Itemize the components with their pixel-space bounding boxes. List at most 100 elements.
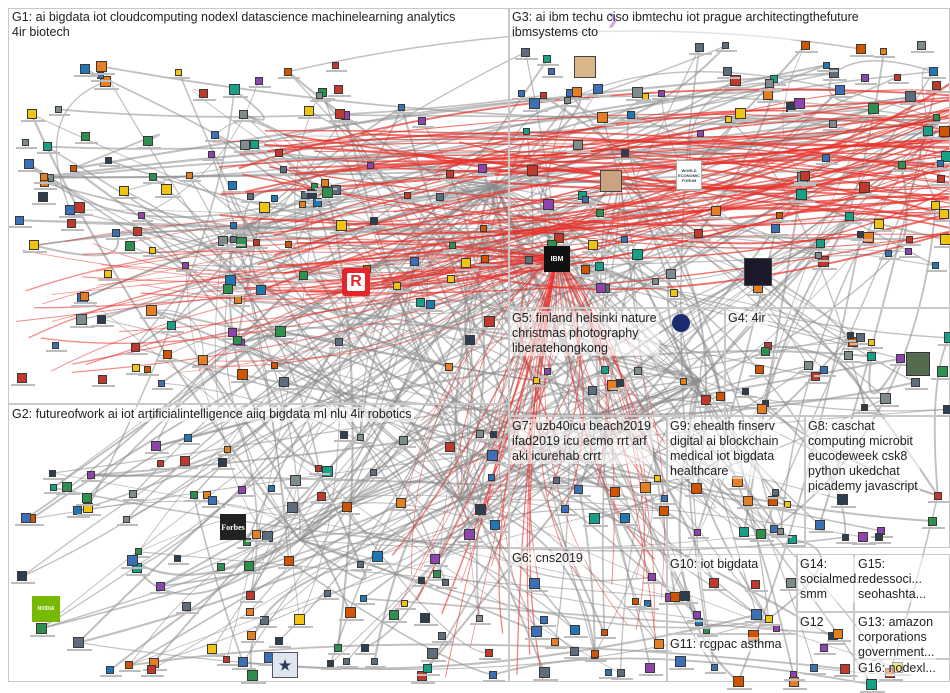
graph-node[interactable] bbox=[553, 477, 560, 484]
graph-node[interactable] bbox=[488, 474, 495, 481]
graph-node[interactable] bbox=[250, 140, 259, 149]
graph-node[interactable] bbox=[287, 502, 298, 513]
graph-node[interactable] bbox=[239, 110, 248, 119]
graph-node[interactable] bbox=[856, 44, 866, 54]
graph-node[interactable] bbox=[146, 305, 157, 316]
graph-node[interactable] bbox=[22, 139, 29, 146]
graph-node[interactable] bbox=[723, 67, 732, 76]
graph-node[interactable] bbox=[430, 554, 440, 564]
graph-node[interactable] bbox=[634, 367, 642, 375]
graph-node[interactable] bbox=[233, 336, 242, 345]
graph-node[interactable] bbox=[161, 184, 172, 195]
graph-node[interactable] bbox=[315, 465, 322, 472]
dark-photo-node[interactable] bbox=[744, 258, 772, 286]
graph-node[interactable] bbox=[65, 205, 75, 215]
graph-node[interactable] bbox=[943, 405, 950, 414]
graph-node[interactable] bbox=[937, 175, 945, 183]
graph-node[interactable] bbox=[670, 592, 680, 602]
graph-node[interactable] bbox=[725, 116, 732, 123]
graph-node[interactable] bbox=[829, 120, 837, 128]
graph-node[interactable] bbox=[711, 664, 718, 671]
graph-node[interactable] bbox=[911, 378, 920, 387]
graph-node[interactable] bbox=[859, 182, 870, 193]
graph-node[interactable] bbox=[246, 608, 254, 616]
eagle-seal-icon[interactable]: ★ bbox=[272, 652, 298, 678]
graph-node[interactable] bbox=[436, 193, 444, 201]
graph-node[interactable] bbox=[485, 649, 493, 657]
graph-node[interactable] bbox=[670, 289, 678, 297]
graph-node[interactable] bbox=[238, 657, 248, 667]
graph-node[interactable] bbox=[804, 361, 813, 370]
graph-node[interactable] bbox=[284, 556, 294, 566]
graph-node[interactable] bbox=[591, 650, 599, 658]
graph-node[interactable] bbox=[180, 456, 190, 466]
graph-node[interactable] bbox=[794, 98, 805, 109]
graph-node[interactable] bbox=[751, 580, 760, 589]
graph-node[interactable] bbox=[198, 355, 208, 365]
graph-node[interactable] bbox=[711, 206, 721, 216]
graph-node[interactable] bbox=[751, 609, 762, 620]
graph-node[interactable] bbox=[322, 187, 333, 198]
graph-node[interactable] bbox=[17, 373, 27, 383]
graph-node[interactable] bbox=[475, 504, 486, 515]
graph-node[interactable] bbox=[765, 79, 774, 88]
graph-node[interactable] bbox=[533, 377, 540, 384]
graph-node[interactable] bbox=[561, 505, 569, 513]
graph-node[interactable] bbox=[106, 666, 114, 674]
graph-node[interactable] bbox=[157, 460, 164, 467]
graph-node[interactable] bbox=[175, 69, 182, 76]
graph-node[interactable] bbox=[133, 227, 142, 236]
graph-node[interactable] bbox=[252, 530, 261, 539]
graph-node[interactable] bbox=[939, 209, 949, 219]
graph-node[interactable] bbox=[240, 140, 250, 150]
graph-node[interactable] bbox=[540, 616, 548, 624]
graph-node[interactable] bbox=[324, 590, 331, 597]
graph-node[interactable] bbox=[540, 92, 547, 99]
graph-node[interactable] bbox=[680, 378, 687, 385]
graph-node[interactable] bbox=[199, 89, 208, 98]
graph-node[interactable] bbox=[658, 90, 665, 97]
graph-node[interactable] bbox=[868, 103, 879, 114]
graph-node[interactable] bbox=[151, 441, 161, 451]
graph-node[interactable] bbox=[756, 529, 766, 539]
graph-node[interactable] bbox=[271, 195, 278, 202]
graph-node[interactable] bbox=[360, 595, 367, 602]
graph-node[interactable] bbox=[132, 364, 140, 372]
graph-node[interactable] bbox=[820, 644, 828, 652]
graph-node[interactable] bbox=[489, 671, 497, 679]
graph-node[interactable] bbox=[223, 656, 230, 663]
graph-node[interactable] bbox=[393, 282, 401, 290]
graph-node[interactable] bbox=[875, 533, 883, 541]
avatar-woman-node[interactable] bbox=[574, 56, 596, 78]
graph-node[interactable] bbox=[275, 326, 286, 337]
graph-node[interactable] bbox=[398, 104, 405, 111]
graph-node[interactable] bbox=[73, 637, 84, 648]
avatar-portrait-node[interactable] bbox=[906, 352, 930, 376]
graph-node[interactable] bbox=[481, 255, 489, 263]
graph-node[interactable] bbox=[244, 561, 254, 571]
graph-node[interactable] bbox=[573, 140, 583, 150]
graph-node[interactable] bbox=[944, 332, 950, 343]
graph-node[interactable] bbox=[80, 64, 90, 74]
graph-node[interactable] bbox=[445, 442, 455, 452]
graph-node[interactable] bbox=[438, 632, 446, 640]
graph-node[interactable] bbox=[275, 637, 283, 645]
graph-node[interactable] bbox=[50, 484, 57, 491]
graph-node[interactable] bbox=[317, 492, 326, 501]
graph-node[interactable] bbox=[119, 186, 129, 196]
r-logo-node[interactable]: R bbox=[342, 268, 370, 296]
graph-node[interactable] bbox=[98, 375, 107, 384]
graph-node[interactable] bbox=[224, 446, 231, 453]
graph-node[interactable] bbox=[149, 247, 156, 254]
graph-node[interactable] bbox=[234, 296, 242, 304]
graph-node[interactable] bbox=[335, 109, 345, 119]
world-economic-forum-logo-node[interactable]: WORLD ECONOMIC FORUM bbox=[676, 160, 702, 190]
graph-node[interactable] bbox=[694, 529, 701, 536]
graph-node[interactable] bbox=[666, 269, 676, 279]
graph-node[interactable] bbox=[735, 108, 746, 119]
graph-node[interactable] bbox=[742, 388, 749, 395]
graph-node[interactable] bbox=[933, 114, 940, 121]
ibm-logo-node[interactable]: IBM bbox=[544, 246, 570, 272]
graph-node[interactable] bbox=[410, 257, 419, 266]
graph-node[interactable] bbox=[743, 496, 753, 506]
